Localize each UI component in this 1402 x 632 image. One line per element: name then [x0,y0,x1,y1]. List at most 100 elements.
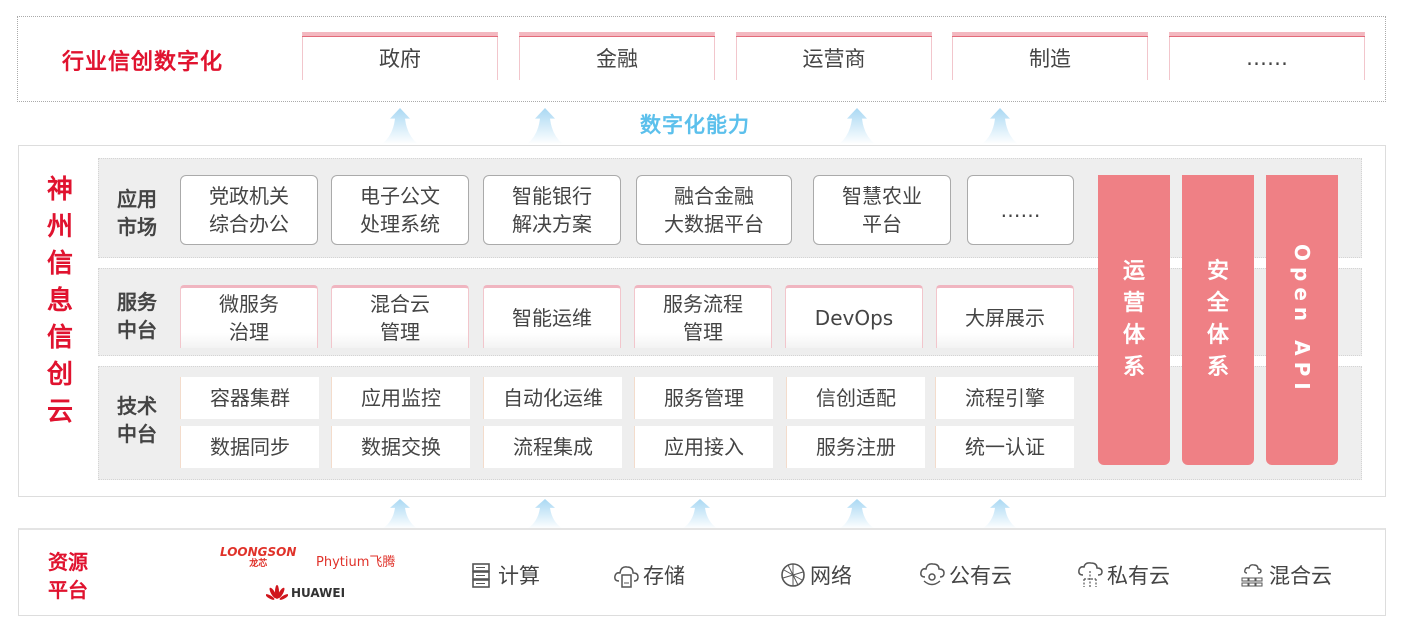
up-arrow-icon [839,108,875,144]
public-cloud-icon [920,563,945,586]
app-card[interactable]: 智能银行解决方案 [483,175,621,245]
service-card[interactable]: DevOps [785,285,923,348]
service-card[interactable]: 微服务治理 [180,285,318,348]
app-card[interactable]: 融合金融大数据平台 [636,175,792,245]
app-card-line: 电子公文 [360,184,440,208]
service-card-text: 服务流程管理 [663,290,743,346]
server-icon [472,563,490,588]
app-card-line: 平台 [862,212,902,236]
industry-tab[interactable]: …… [1169,32,1365,80]
tech-cell[interactable]: 应用监控 [331,377,470,419]
service-card-line: DevOps [814,306,894,330]
phytium-logo: Phytium飞腾 [316,555,396,570]
app-card-line: 智慧农业 [842,184,922,208]
up-arrow-icon [527,499,563,529]
huawei-text: HUAWEI [291,586,346,600]
pillar-label: 安全体系 [1206,259,1229,380]
pillar: Open API [1266,175,1338,465]
app-card-text: 智能银行解决方案 [512,182,592,238]
service-card-line: 服务流程 [663,292,743,316]
row-label-line: 市场 [117,215,157,239]
up-arrow-icon [839,499,875,529]
up-arrow-icon [982,499,1018,529]
app-card-line: 融合金融 [674,184,754,208]
pillar-label: 运营体系 [1122,259,1145,380]
resource-item: 计算 [467,560,540,590]
app-card-line: 处理系统 [360,212,440,236]
row-label: 服务中台 [110,288,164,344]
industry-tab[interactable]: 金融 [519,32,715,80]
tech-cell[interactable]: 容器集群 [180,377,319,419]
app-card-line: 综合办公 [209,212,289,236]
service-card[interactable]: 大屏展示 [936,285,1074,348]
app-card-text: …… [1001,196,1041,224]
tech-cell[interactable]: 流程引擎 [935,377,1074,419]
service-card[interactable]: 服务流程管理 [634,285,772,348]
row-label: 应用市场 [110,185,164,241]
resource-item-label: 混合云 [1269,564,1332,588]
industry-tab-label: …… [1246,46,1288,70]
resource-label-line: 资源 [48,550,88,574]
row-label-line: 中台 [117,318,157,342]
resource-item-label: 计算 [498,564,540,588]
tech-cell[interactable]: 流程集成 [483,426,622,468]
industry-tab[interactable]: 制造 [952,32,1148,80]
tech-cell[interactable]: 服务管理 [634,377,773,419]
up-arrow-icon [982,108,1018,144]
app-card[interactable]: 智慧农业平台 [813,175,951,245]
service-card[interactable]: 混合云管理 [331,285,469,348]
app-card[interactable]: …… [967,175,1074,245]
huawei-flower-icon [266,585,288,600]
pillar-label: Open API [1290,244,1314,396]
tech-cell[interactable]: 自动化运维 [483,377,622,419]
service-card-line: 治理 [229,320,269,344]
app-card-text: 融合金融大数据平台 [664,182,764,238]
app-card-line: …… [1000,198,1041,222]
row-label-line: 技术 [117,394,157,418]
resource-item-label: 存储 [643,564,685,588]
tech-cell[interactable]: 统一认证 [935,426,1074,468]
loongson-cn-text: 龙芯 [249,559,268,569]
tech-cell[interactable]: 信创适配 [786,377,925,419]
cloud-storage-icon [614,566,639,588]
tech-cell[interactable]: 数据交换 [331,426,470,468]
resource-section [18,528,1386,616]
service-card-line: 大屏展示 [965,306,1045,330]
up-arrow-icon [382,499,418,529]
industry-tab-label: 金融 [596,47,638,71]
industry-tab-label: 制造 [1029,47,1071,71]
app-card[interactable]: 电子公文处理系统 [331,175,469,245]
network-icon [781,563,805,587]
service-card-line: 混合云 [370,292,430,316]
resource-label: 资源 平台 [48,548,88,604]
resource-item: 网络 [779,560,852,590]
resource-item: 混合云 [1238,560,1332,590]
app-card[interactable]: 党政机关综合办公 [180,175,318,245]
platform-section [18,145,1386,497]
capability-label: 数字化能力 [640,113,750,137]
huawei-logo: HUAWEI [266,584,345,602]
service-card[interactable]: 智能运维 [483,285,621,348]
resource-item-label: 公有云 [949,564,1012,588]
resource-item-label: 私有云 [1107,564,1170,588]
tech-cell[interactable]: 数据同步 [180,426,319,468]
service-card-text: 微服务治理 [219,290,279,346]
row-label-line: 服务 [117,290,157,314]
industry-tab[interactable]: 运营商 [736,32,932,80]
app-card-line: 党政机关 [209,184,289,208]
pillar: 安全体系 [1182,175,1254,465]
platform-title: 神州信息信创云 [46,175,73,427]
resource-label-line: 平台 [48,578,88,602]
app-card-text: 智慧农业平台 [842,182,922,238]
app-card-text: 电子公文处理系统 [360,182,440,238]
app-card-line: 解决方案 [512,212,592,236]
hybrid-cloud-icon [1241,564,1263,587]
pillar: 运营体系 [1098,175,1170,465]
tech-cell[interactable]: 服务注册 [786,426,925,468]
row-label-line: 中台 [117,422,157,446]
service-card-line: 智能运维 [512,306,592,330]
row-label: 技术中台 [110,392,164,448]
industry-tab[interactable]: 政府 [302,32,498,80]
tech-cell[interactable]: 应用接入 [634,426,773,468]
